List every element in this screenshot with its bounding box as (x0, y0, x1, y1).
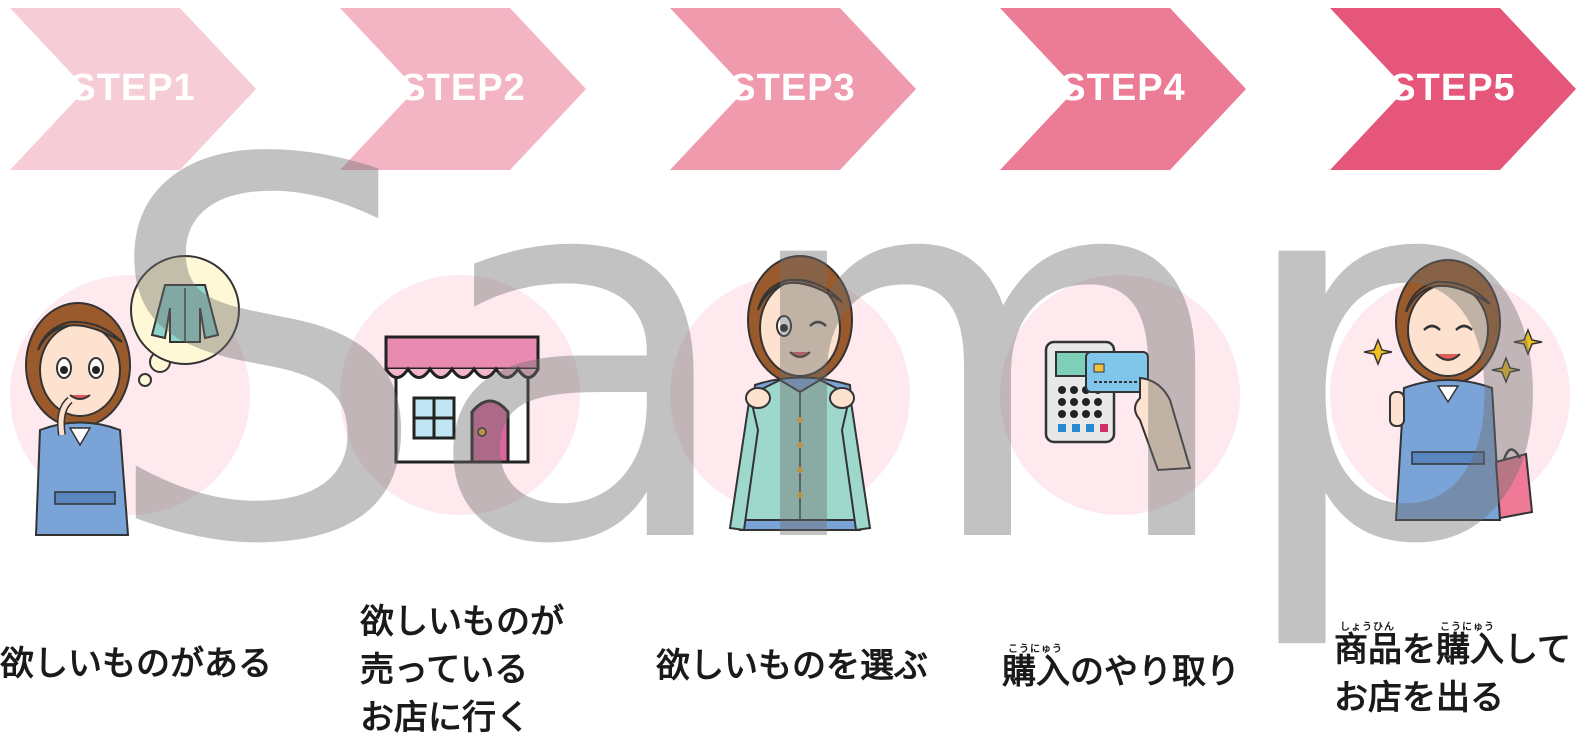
step-2-label: STEP2 (400, 67, 526, 109)
step-5: STEP5 しょうひん こうにゅう 商品を購入して お店を出る (1320, 0, 1587, 738)
step-3: STEP3 欲しいものを選ぶ (656, 0, 990, 738)
step-5-chevron (1330, 8, 1576, 170)
shop-icon (384, 335, 540, 464)
step-3-chevron (670, 8, 916, 170)
step-4-background-circle (1000, 275, 1240, 515)
step-5-ruby-2: こうにゅう (1440, 622, 1495, 633)
step-1-chevron (10, 8, 256, 170)
step-1-caption: 欲しいものがある (0, 644, 272, 684)
step-5-label: STEP5 (1390, 67, 1516, 109)
thinking-woman-icon (25, 255, 240, 536)
step-4: STEP4 こうにゅう 購入のやり取り (990, 0, 1320, 738)
step-2: STEP2 欲しいものが 売っている お店に行く (330, 0, 660, 738)
step-3-label: STEP3 (730, 67, 856, 109)
step-4-chevron (1000, 8, 1246, 170)
card-payment-icon (1044, 340, 1192, 472)
happy-woman-shopping-bag-icon (1363, 259, 1543, 521)
step-1-label: STEP1 (70, 67, 196, 109)
step-5-ruby-1: しょうひん (1340, 622, 1395, 633)
step-4-caption: 購入のやり取り (1002, 652, 1240, 692)
step-4-label: STEP4 (1060, 67, 1186, 109)
step-5-caption: 商品を購入して お店を出る (1334, 630, 1571, 718)
woman-choosing-cardigan-icon (728, 255, 872, 532)
step-2-caption: 欲しいものが 売っている お店に行く (360, 602, 564, 738)
step-2-chevron (340, 8, 586, 170)
step-4-ruby: こうにゅう (1008, 644, 1063, 655)
step-1: STEP1 欲しいものがある (0, 0, 330, 738)
step-3-caption: 欲しいものを選ぶ (656, 646, 928, 686)
